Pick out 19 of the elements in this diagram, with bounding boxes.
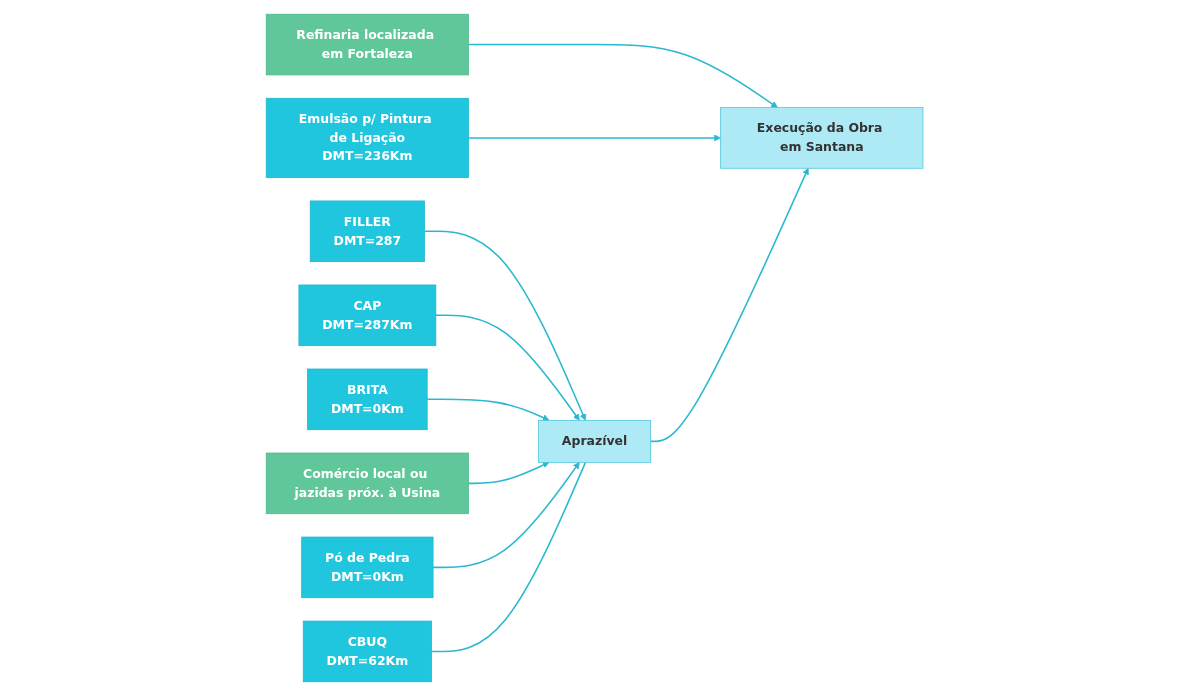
node-box: Pó de Pedra DMT=0Km — [301, 536, 434, 598]
node-box: FILLER DMT=287 — [309, 200, 425, 262]
node-box: BRITA DMT=0Km — [307, 368, 428, 430]
node-box: Refinaria localizada em Fortaleza — [265, 13, 469, 75]
arrow — [432, 461, 580, 568]
arrow — [467, 461, 550, 484]
node-box: CAP DMT=287Km — [298, 284, 437, 346]
node-box: Aprazível — [538, 419, 651, 463]
arrow — [434, 314, 580, 421]
arrow — [423, 230, 587, 421]
arrow — [467, 134, 721, 141]
arrow — [649, 167, 809, 442]
arrow — [467, 43, 778, 108]
node-box: Comércio local ou jazidas próx. à Usina — [265, 452, 469, 514]
node-box: Execução da Obra em Santana — [720, 106, 924, 169]
connector — [430, 461, 587, 652]
node-box: CBUQ DMT=62Km — [302, 620, 432, 682]
arrow — [426, 398, 550, 421]
node-box: Emulsão p/ Pintura de Ligação DMT=236Km — [265, 97, 469, 178]
